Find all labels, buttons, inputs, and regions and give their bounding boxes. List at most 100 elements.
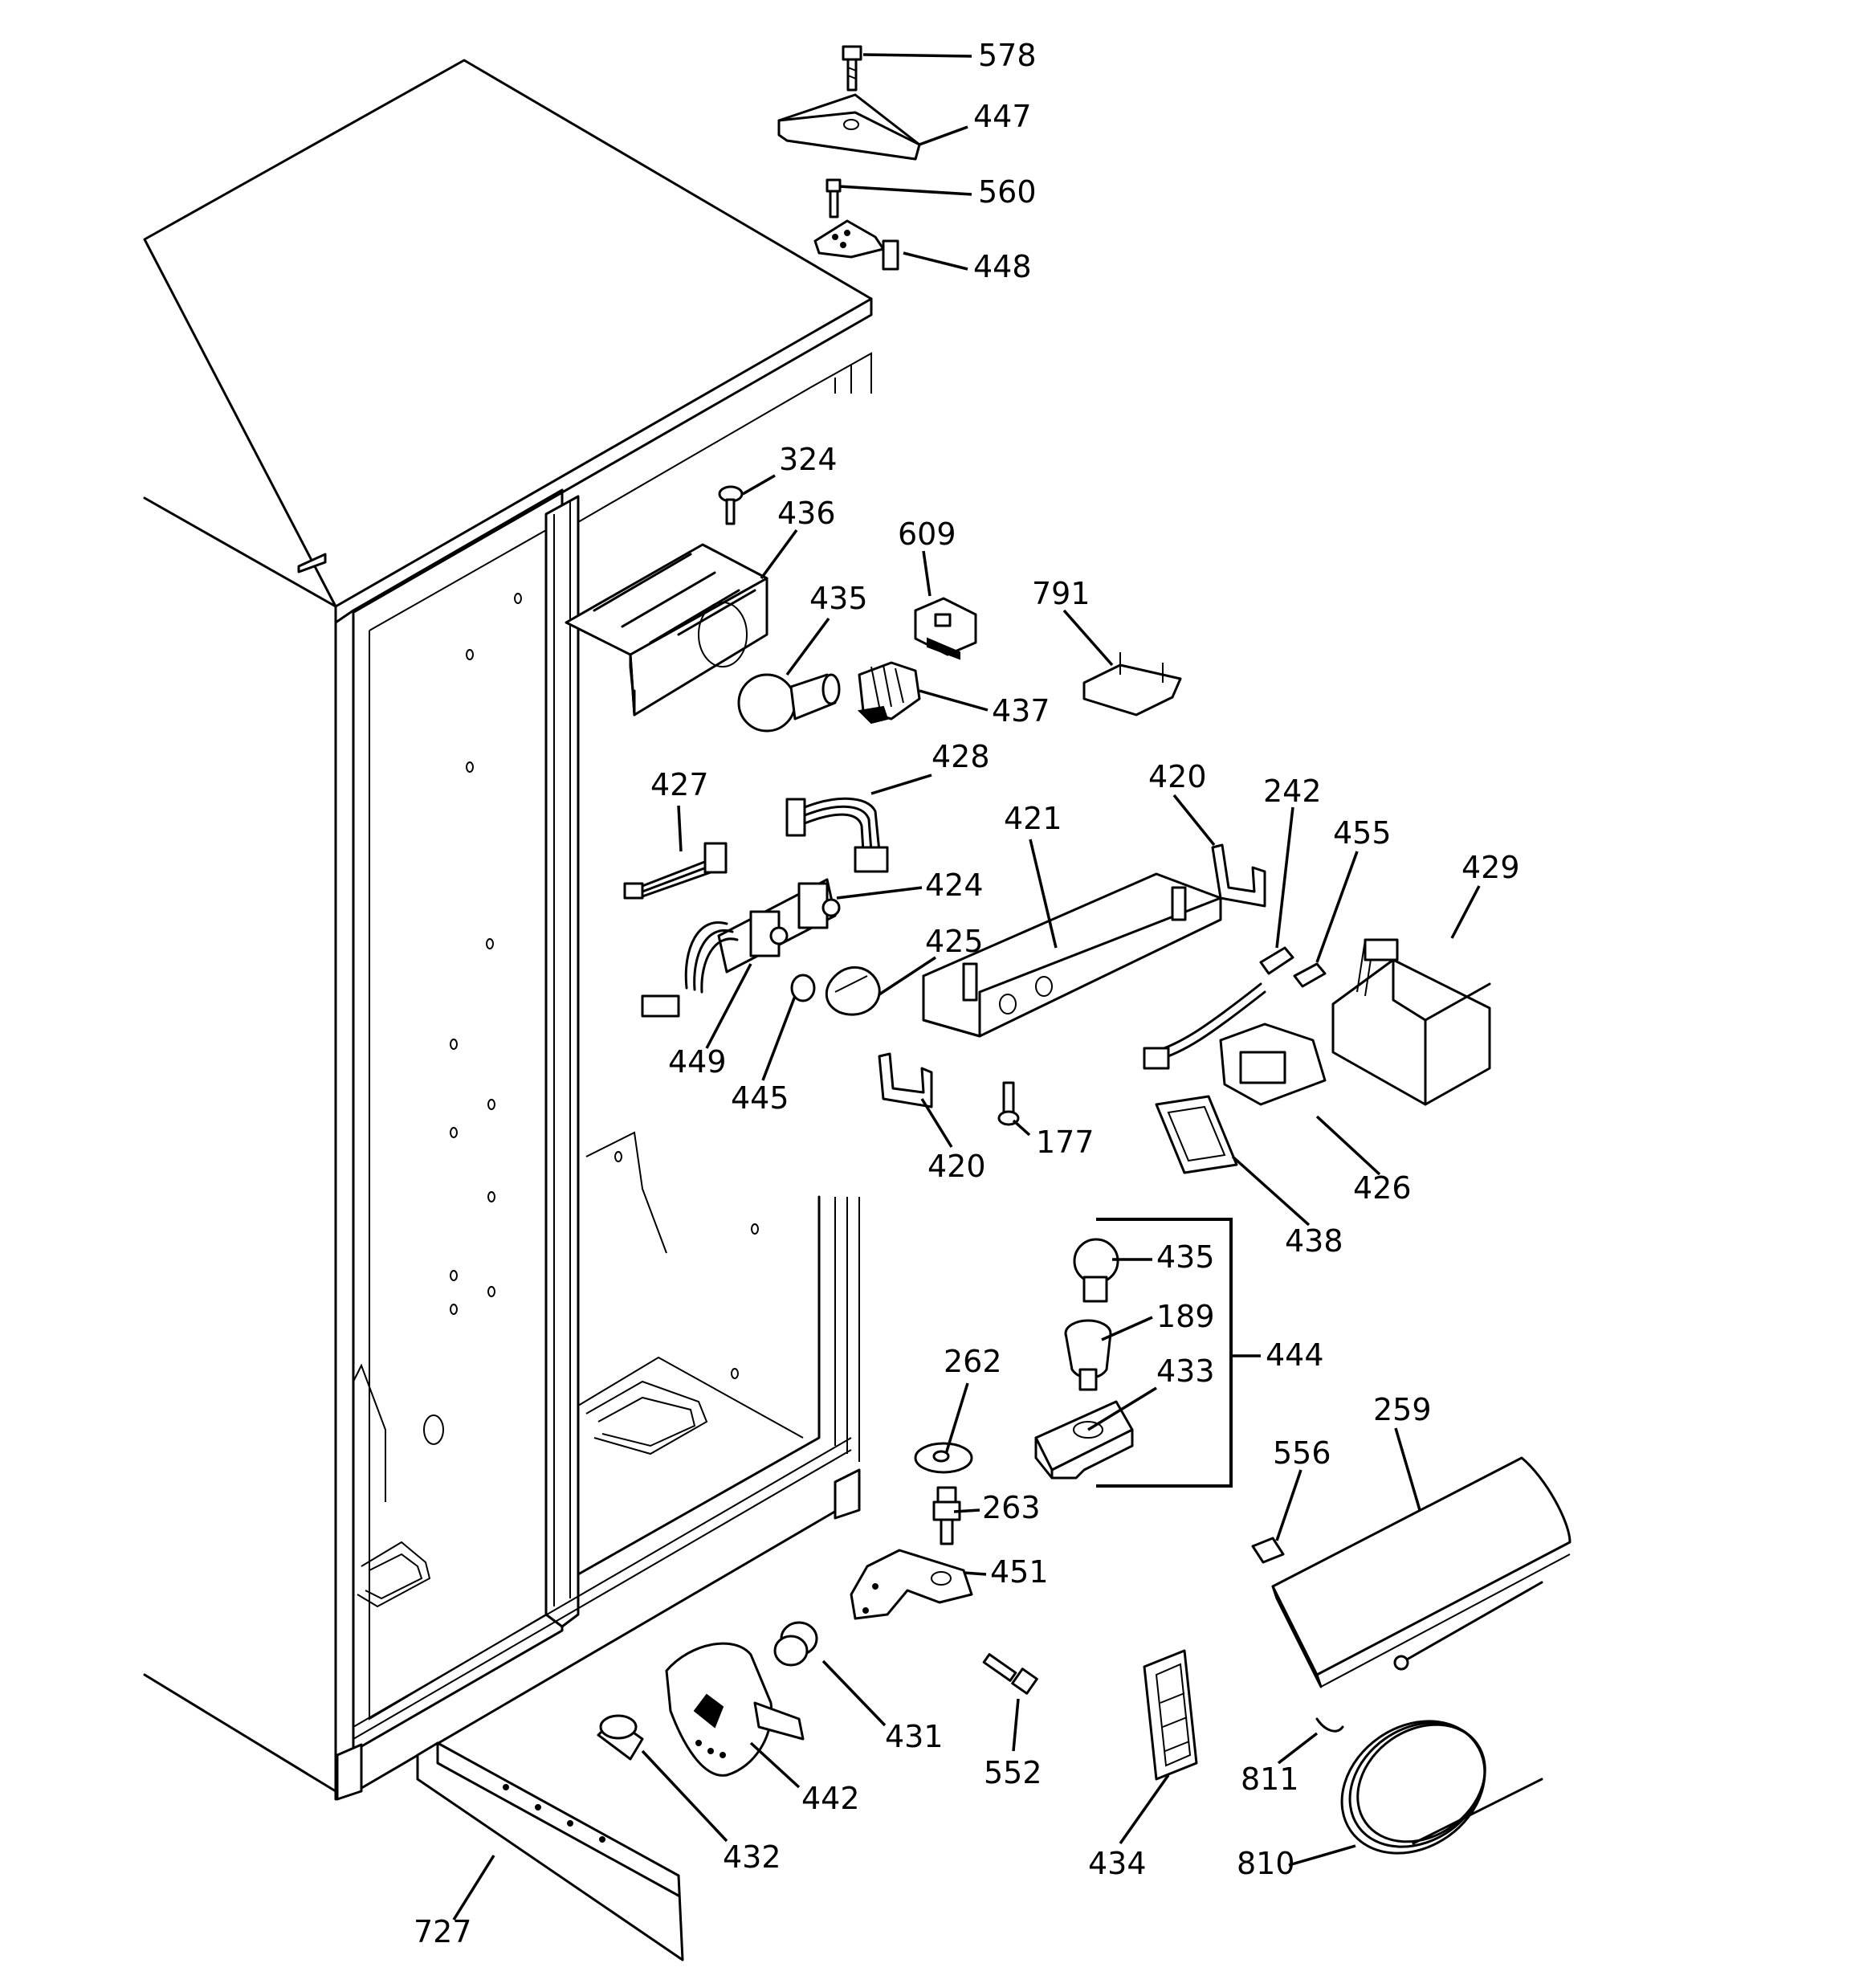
leader-c189 (1101, 1316, 1153, 1341)
callout-c578: 578 (978, 38, 1037, 73)
damper-442 (665, 1642, 805, 1777)
callout-c556: 556 (1273, 1435, 1331, 1471)
dispenser-module-426 (1143, 982, 1327, 1106)
leader-c609 (922, 550, 932, 597)
leader-c810 (1288, 1844, 1356, 1867)
callout-c424: 424 (925, 867, 984, 903)
callout-c435b: 435 (1156, 1239, 1215, 1275)
callout-c609: 609 (898, 516, 956, 552)
leader-c437 (919, 689, 989, 712)
refrigerator-cabinet (143, 59, 873, 1801)
leader-c428 (870, 774, 932, 795)
cover-259 (1271, 1456, 1572, 1688)
leader-c811 (1277, 1732, 1319, 1765)
callout-c425: 425 (925, 924, 984, 959)
callout-c811: 811 (1241, 1761, 1299, 1797)
leader-c421 (1029, 839, 1058, 949)
bushing-262 (914, 1442, 973, 1474)
grille-434 (1143, 1649, 1198, 1781)
thermistor-455 (1293, 962, 1327, 988)
callout-c791: 791 (1032, 576, 1090, 611)
leader-c433 (1087, 1386, 1157, 1431)
screw-552 (982, 1653, 1038, 1695)
callout-c434: 434 (1088, 1846, 1147, 1881)
control-box-429 (1331, 938, 1491, 1106)
light-bulb-435-assembly (1073, 1238, 1119, 1303)
callout-c442: 442 (801, 1781, 860, 1816)
callout-c810: 810 (1237, 1846, 1295, 1881)
harness-428 (785, 797, 889, 873)
leader-c434 (1119, 1774, 1170, 1845)
screw-177 (997, 1081, 1020, 1126)
leader-c791 (1062, 609, 1114, 667)
callout-leaders (452, 53, 1481, 1921)
callout-c438: 438 (1285, 1223, 1343, 1259)
callout-c428: 428 (932, 739, 990, 774)
leader-c435a (785, 617, 830, 676)
bracket-444 (1096, 1218, 1233, 1488)
bezel-438 (1155, 1095, 1238, 1174)
leader-c578 (862, 53, 972, 58)
callout-c445: 445 (731, 1080, 789, 1116)
callout-c429: 429 (1461, 850, 1520, 885)
leader-c426 (1315, 1115, 1381, 1176)
callout-c451: 451 (990, 1554, 1049, 1590)
leader-c447 (919, 125, 968, 146)
hinge-screw-560 (826, 178, 842, 218)
leader-c259 (1394, 1427, 1421, 1511)
leader-c427 (677, 805, 683, 852)
callout-c727: 727 (414, 1914, 472, 1949)
callout-c552: 552 (984, 1755, 1042, 1790)
leader-c420b (920, 1098, 953, 1148)
leader-c442 (749, 1741, 801, 1789)
clip-420-top (1211, 843, 1266, 908)
leader-c560 (838, 185, 972, 196)
cover-791 (1082, 652, 1182, 716)
callout-c263: 263 (982, 1490, 1041, 1525)
callout-c259: 259 (1373, 1392, 1432, 1427)
socket-189 (1064, 1319, 1112, 1391)
top-hinge-448 (813, 219, 899, 271)
leader-c727 (452, 1855, 495, 1921)
leader-c262 (944, 1382, 969, 1455)
callout-c437: 437 (992, 693, 1050, 729)
callout-c433: 433 (1156, 1353, 1215, 1389)
leader-c424 (836, 886, 923, 900)
clip-420-bottom (878, 1052, 933, 1108)
leader-c556 (1275, 1469, 1302, 1541)
callout-c427: 427 (650, 767, 709, 802)
leader-c451 (963, 1571, 987, 1576)
callout-c455: 455 (1333, 815, 1392, 851)
knob-425 (825, 965, 881, 1016)
callout-c448: 448 (973, 249, 1032, 284)
bushing-432 (597, 1714, 644, 1761)
clamp-811 (1315, 1717, 1344, 1733)
hinge-cover-447 (777, 93, 921, 161)
callout-c177: 177 (1036, 1125, 1095, 1160)
leader-c448 (903, 251, 968, 271)
clip-556 (1251, 1537, 1285, 1564)
callout-c431: 431 (885, 1719, 944, 1754)
light-bulb-435 (737, 673, 841, 733)
leader-c177 (1012, 1119, 1031, 1137)
callout-c420b: 420 (927, 1149, 986, 1184)
light-shield-436 (565, 543, 768, 716)
tube-coil-810 (1340, 1581, 1543, 1855)
leader-c438 (1231, 1155, 1311, 1227)
callout-c560: 560 (978, 174, 1037, 210)
callout-c449: 449 (668, 1044, 727, 1080)
mounting-holes (423, 593, 759, 1445)
callout-c426: 426 (1353, 1170, 1412, 1206)
light-socket-437 (857, 661, 921, 725)
leader-c552 (1012, 1698, 1020, 1752)
screw-324 (718, 485, 744, 525)
control-board-424 (641, 878, 841, 1018)
hinge-screw-578 (842, 45, 862, 92)
callout-c420a: 420 (1148, 759, 1207, 794)
leader-c429 (1450, 885, 1481, 939)
callout-c447: 447 (973, 99, 1032, 134)
control-housing-421 (922, 872, 1222, 1038)
spacer-431 (773, 1621, 818, 1667)
callout-c444: 444 (1266, 1337, 1324, 1373)
